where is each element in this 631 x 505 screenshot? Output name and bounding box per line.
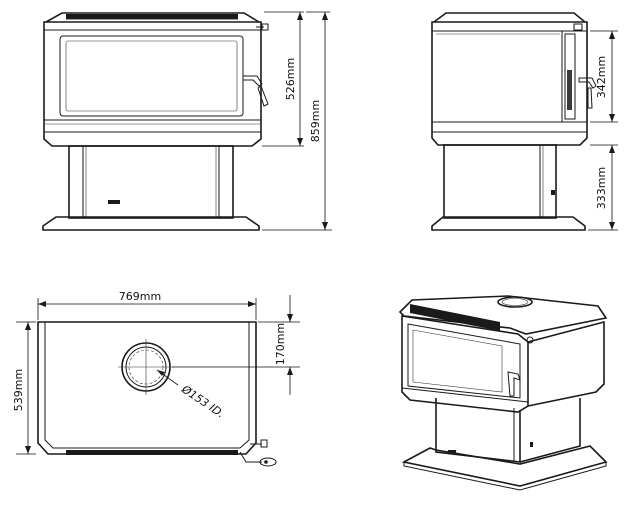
label-flue-offset: 170mm [274, 323, 287, 365]
iso-base-plate [401, 445, 608, 487]
top-body [37, 321, 257, 455]
label-front-body-height: 526mm [284, 58, 297, 100]
iso-top-grille [410, 304, 500, 331]
side-dimensions: 342mm 333mm [588, 30, 618, 231]
label-front-total-height: 859mm [309, 100, 322, 142]
front-top-edge [45, 12, 260, 23]
label-side-pedestal-height: 333mm [595, 167, 608, 209]
side-view [431, 12, 597, 231]
isometric-view [398, 295, 608, 491]
iso-glass-door [407, 323, 521, 399]
side-handle-icon [578, 77, 597, 89]
side-base-plate [431, 216, 586, 231]
label-top-width: 769mm [119, 290, 161, 303]
front-dimensions: 526mm 859mm [262, 11, 332, 231]
side-door-edge [564, 33, 576, 120]
side-body [431, 21, 588, 146]
iso-side-face [527, 320, 605, 407]
front-pedestal-badge [108, 200, 120, 204]
top-view: Ø153 ID. [37, 321, 277, 467]
top-dimensions: 769mm 539mm 170mm [12, 290, 300, 455]
iso-top-surface [398, 295, 608, 335]
side-pedestal [443, 144, 557, 219]
front-pedestal [68, 145, 234, 219]
front-glass-door [59, 35, 244, 117]
front-glass-inner [65, 40, 238, 112]
iso-handle-icon [507, 371, 521, 397]
label-top-depth: 539mm [12, 369, 25, 411]
label-side-door-height: 342mm [595, 56, 608, 98]
iso-pedestal-side [519, 398, 581, 463]
side-top-edge [433, 12, 586, 23]
front-top-grille [66, 14, 238, 19]
top-front-grille [66, 450, 238, 455]
front-view [42, 12, 269, 231]
iso-front-face [401, 315, 529, 413]
front-base-plate [42, 216, 260, 231]
front-air-control-icon [261, 23, 269, 31]
label-flue-diameter: Ø153 ID. [178, 382, 226, 420]
iso-flue-collar [497, 296, 533, 308]
front-handle-icon [242, 75, 263, 87]
front-body [43, 21, 262, 147]
top-handle-icon [239, 451, 262, 463]
top-air-control-icon [260, 439, 268, 448]
